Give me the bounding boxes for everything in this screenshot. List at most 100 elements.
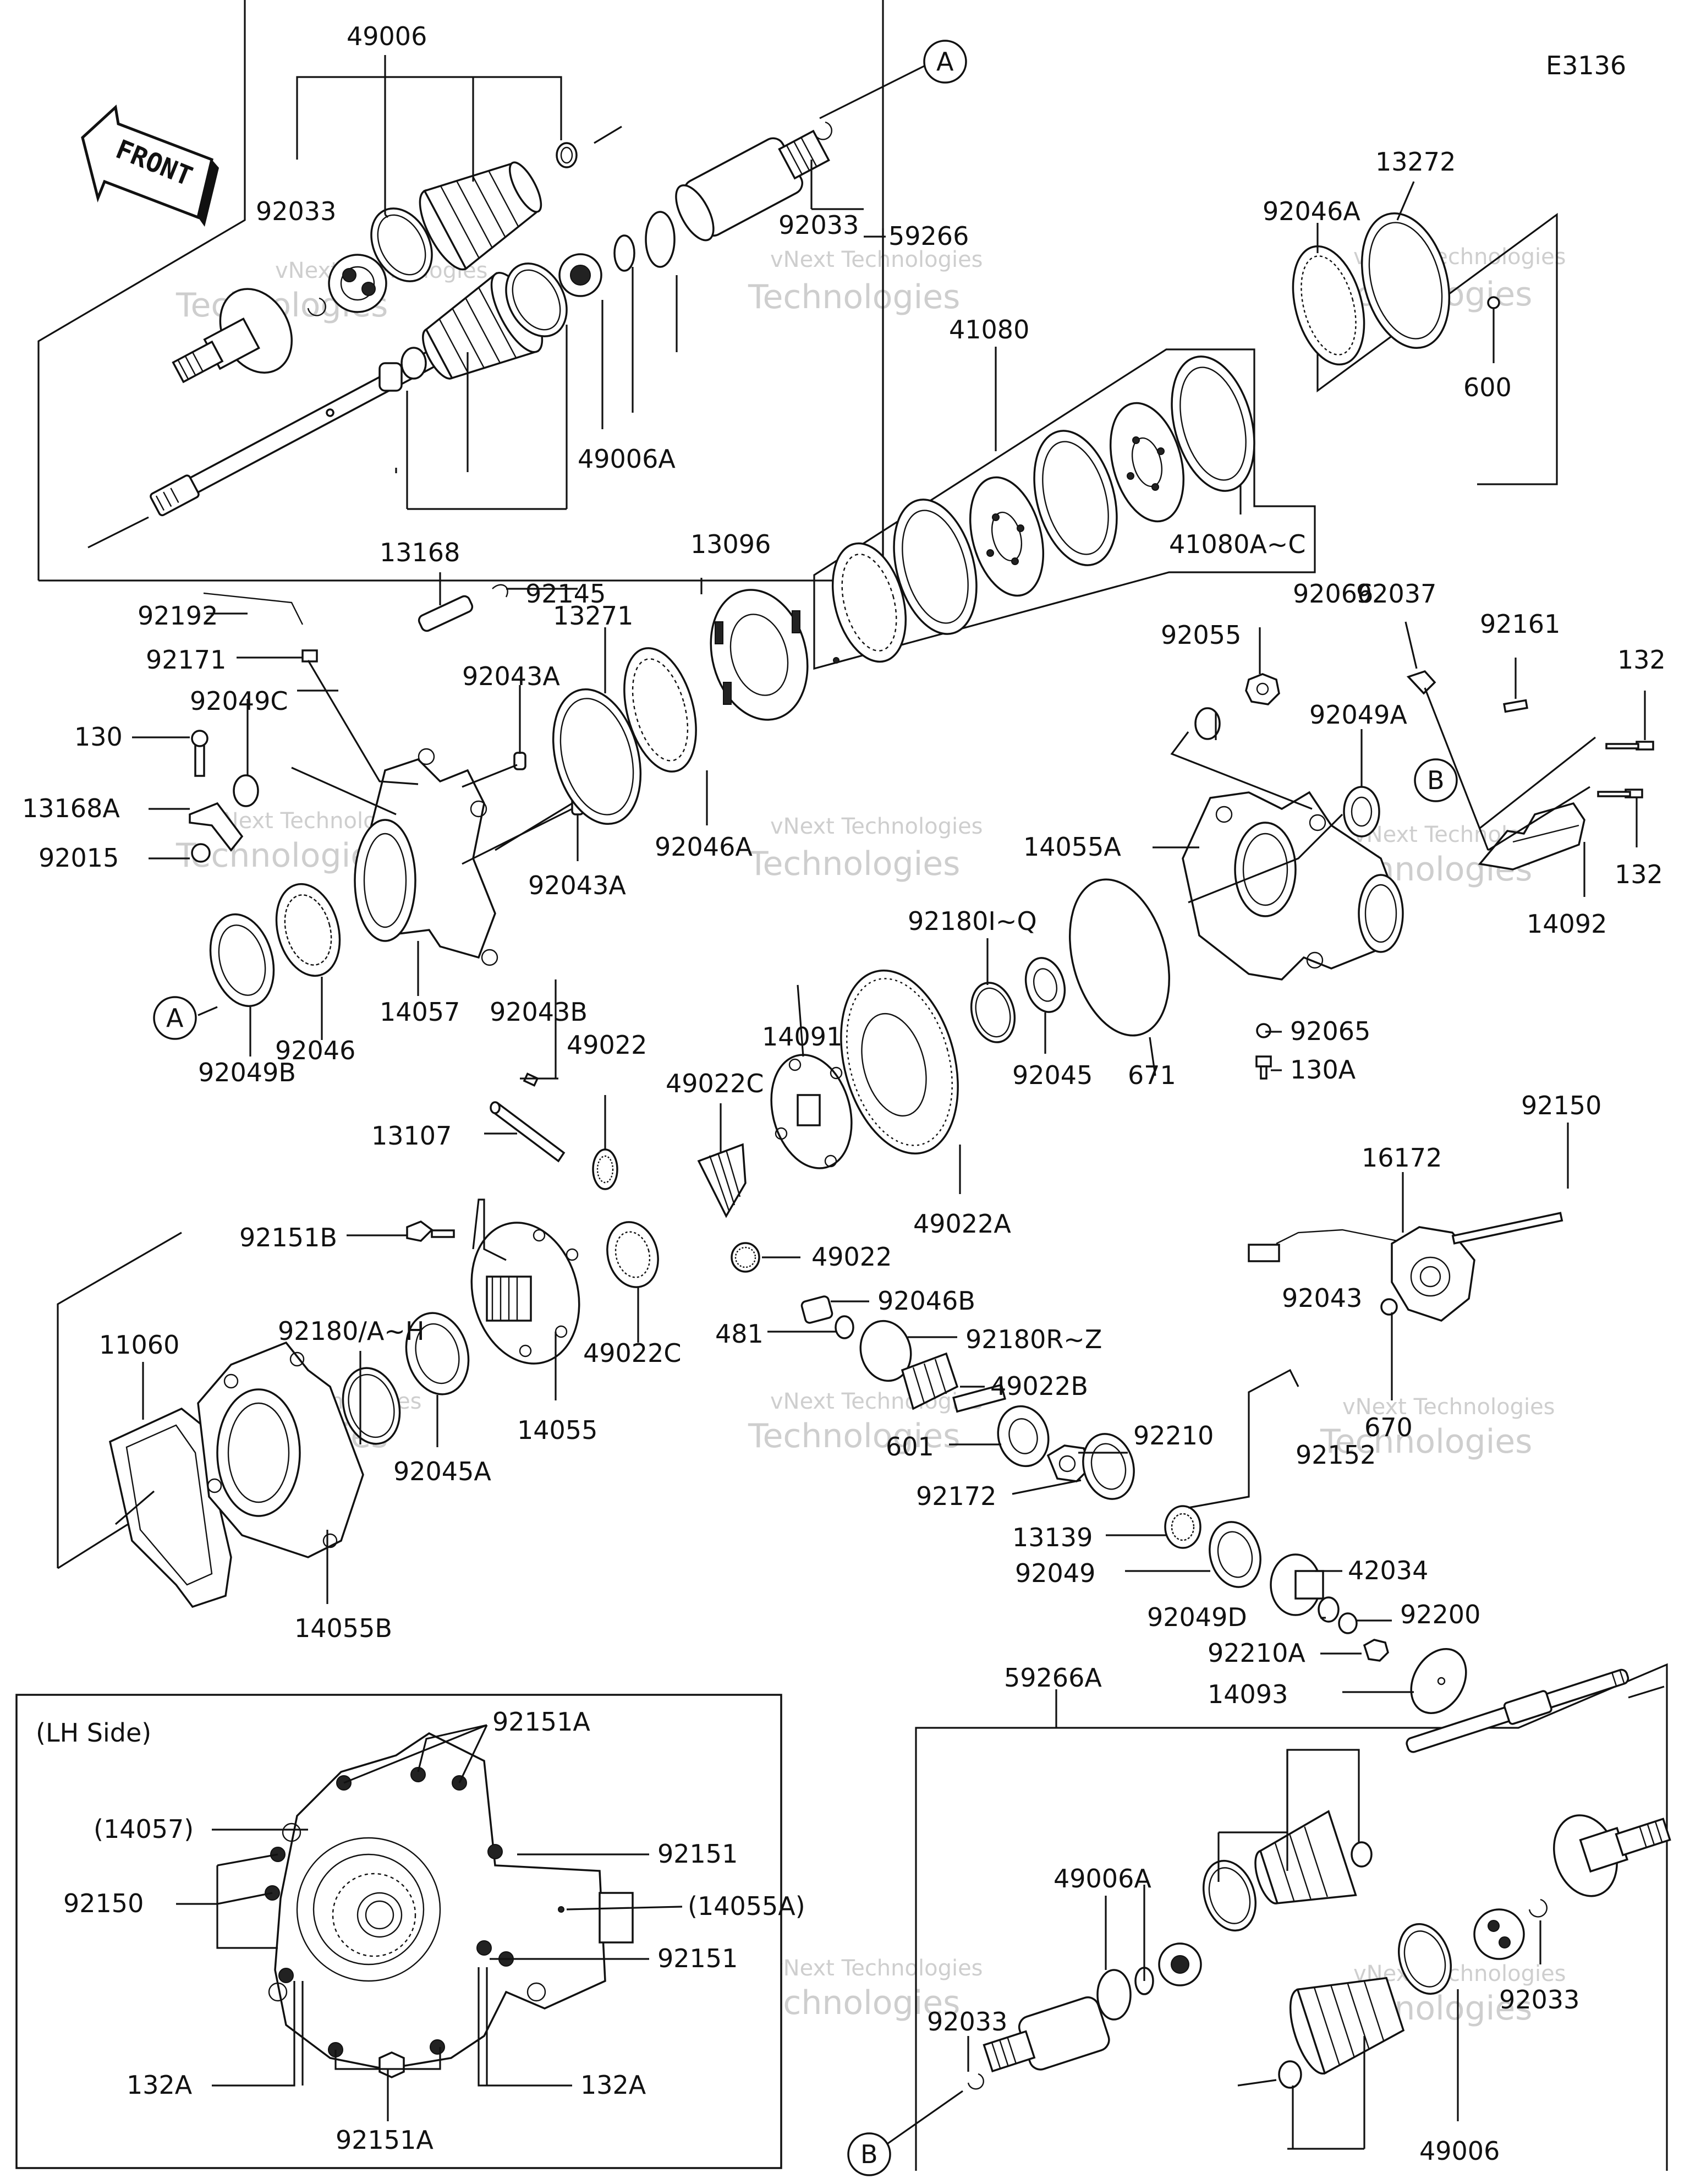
label-132a-r: 132A (580, 2070, 646, 2100)
label-49022-b: 49022 (811, 1242, 892, 1272)
label-92210a: 92210A (1208, 1638, 1305, 1668)
label-13096: 13096 (690, 529, 771, 559)
lh-side-inset: (LH Side) (15, 1694, 782, 2169)
label-49006-top: 49006 (347, 21, 427, 51)
label-14057-ref: (14057) (94, 1814, 194, 1844)
watermark-3: vNext Technologies (770, 247, 983, 272)
label-92180i-q: 92180I~Q (908, 906, 1037, 936)
label-92043b: 92043B (490, 997, 588, 1027)
label-49022c-a: 49022C (666, 1069, 764, 1098)
pinion-group (767, 1295, 1467, 1714)
label-92033-tr: 92033 (778, 210, 859, 240)
label-92151b: 92151B (239, 1223, 337, 1252)
watermark-21: vNext Technologies (770, 1956, 983, 1981)
label-92210: 92210 (1133, 1421, 1214, 1450)
label-16172: 16172 (1362, 1143, 1442, 1173)
ref-b-right: B (1414, 758, 1458, 802)
watermark-18: Technologies (1320, 1422, 1532, 1461)
label-14055a: 14055A (1023, 832, 1121, 862)
label-11060: 11060 (99, 1330, 179, 1360)
actuator-16172 (1248, 1123, 1569, 1400)
label-13271: 13271 (553, 601, 633, 631)
label-601: 601 (886, 1432, 934, 1462)
label-92049c: 92049C (190, 686, 288, 716)
housing-14057 (132, 572, 809, 1057)
label-92033-tl: 92033 (256, 196, 336, 226)
housing-14055a (970, 621, 1654, 1080)
label-14092: 14092 (1527, 909, 1607, 939)
differential-gears (342, 970, 961, 1447)
label-92180a-h: 92180/A~H (278, 1316, 424, 1346)
label-130: 130 (74, 722, 123, 752)
watermark-9: vNext Technologies (770, 814, 983, 839)
label-92172: 92172 (916, 1481, 996, 1511)
label-132a-l: 132A (127, 2070, 193, 2100)
label-92046a-tr: 92046A (1263, 196, 1360, 226)
front-arrow: FRONT (81, 105, 219, 227)
ref-b-bottom: B (847, 2132, 891, 2176)
label-130a: 130A (1290, 1055, 1356, 1085)
label-92049d: 92049D (1147, 1602, 1247, 1632)
label-92151-b: 92151 (657, 1944, 738, 1973)
label-92049b: 92049B (198, 1058, 296, 1087)
label-92049: 92049 (1015, 1558, 1095, 1588)
label-13139: 13139 (1012, 1523, 1093, 1552)
watermark-22: Technologies (748, 1984, 960, 2022)
label-92180r-z: 92180R~Z (965, 1324, 1102, 1354)
label-670: 670 (1364, 1413, 1413, 1442)
label-92015: 92015 (39, 843, 119, 873)
label-14057: 14057 (380, 997, 460, 1027)
label-14055b: 14055B (294, 1613, 392, 1643)
label-92151a-top: 92151A (492, 1707, 590, 1737)
label-13107: 13107 (371, 1121, 452, 1151)
label-49006a-top: 49006A (578, 444, 676, 474)
label-92043a-2: 92043A (528, 871, 626, 900)
label-49022-a: 49022 (567, 1030, 647, 1060)
watermark-4: Technologies (748, 278, 960, 316)
label-92145: 92145 (525, 579, 606, 609)
label-49022a: 49022A (913, 1209, 1011, 1239)
label-132-b: 132 (1615, 860, 1663, 889)
label-92192: 92192 (138, 601, 218, 631)
front-driveshaft-group (37, 0, 930, 582)
label-49022c-b: 49022C (583, 1338, 681, 1368)
label-671: 671 (1128, 1060, 1176, 1090)
label-14091: 14091 (762, 1022, 842, 1052)
label-92033-bl: 92033 (927, 2007, 1007, 2037)
label-59266: 59266 (888, 221, 969, 251)
label-92046: 92046 (275, 1036, 355, 1065)
ref-b-right-label: B (1427, 765, 1445, 795)
inset-title: (LH Side) (36, 1718, 151, 1748)
label-600: 600 (1463, 373, 1512, 402)
label-92049a: 92049A (1309, 700, 1407, 730)
ref-a-top: A (923, 40, 967, 84)
watermark-10: Technologies (748, 845, 960, 883)
label-92046b: 92046B (877, 1286, 975, 1316)
watermark-17: vNext Technologies (1342, 1394, 1555, 1420)
label-92055: 92055 (1161, 620, 1241, 650)
label-41080: 41080 (949, 315, 1029, 344)
watermark-16: Technologies (748, 1417, 960, 1455)
label-92046a: 92046A (655, 832, 753, 862)
label-13168a: 13168A (22, 793, 120, 823)
diagram-code: E3136 (1546, 51, 1626, 80)
label-14055a-ref: (14055A) (688, 1891, 805, 1921)
ref-a-left: A (153, 996, 197, 1040)
label-481: 481 (715, 1319, 764, 1349)
label-92150-l: 92150 (63, 1889, 144, 1918)
label-92150-r: 92150 (1521, 1091, 1601, 1120)
ref-a-top-label: A (936, 47, 954, 76)
label-92151-a: 92151 (657, 1839, 738, 1869)
label-92066: 92066 (1293, 579, 1373, 609)
ref-b-bottom-label: B (860, 2139, 878, 2169)
label-92161: 92161 (1480, 609, 1560, 639)
label-92151a-bottom: 92151A (336, 2125, 434, 2155)
label-92200: 92200 (1400, 1600, 1480, 1629)
label-92037: 92037 (1356, 579, 1436, 609)
label-14093: 14093 (1208, 1679, 1288, 1709)
watermark-15: vNext Technologies (770, 1389, 983, 1414)
rear-driveshaft-group (880, 1663, 1671, 2171)
label-13272: 13272 (1375, 147, 1456, 177)
label-92171: 92171 (146, 645, 226, 675)
